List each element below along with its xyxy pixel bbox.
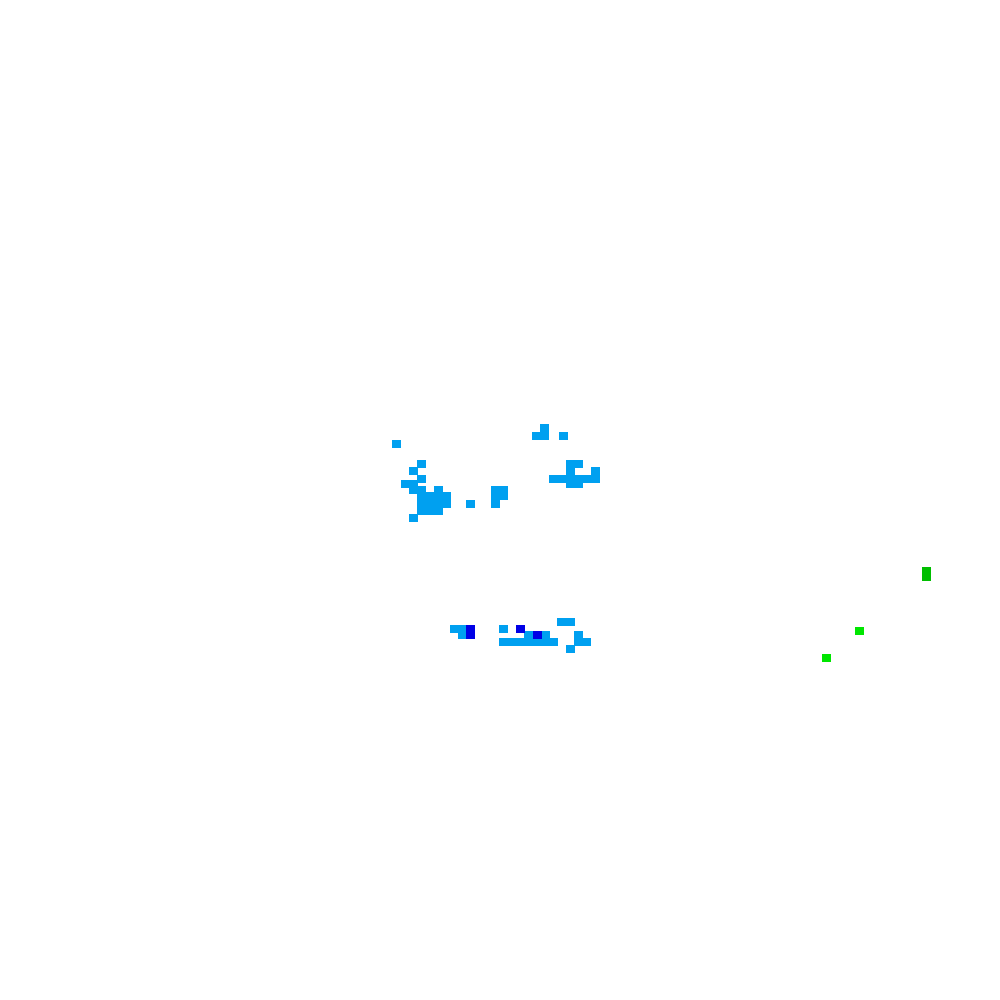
light-blue-cell (557, 475, 566, 483)
light-blue-cell (540, 424, 549, 432)
light-blue-cell (574, 631, 583, 639)
light-blue-cell (425, 492, 434, 500)
light-blue-cell (491, 486, 500, 494)
light-blue-cell (409, 486, 418, 494)
light-blue-cell (566, 480, 575, 488)
light-blue-cell (417, 475, 426, 483)
light-blue-cell (417, 486, 426, 494)
light-blue-cell (425, 500, 434, 508)
light-blue-cell (533, 638, 542, 646)
light-blue-cell (417, 492, 426, 500)
light-blue-cell (417, 500, 426, 508)
light-blue-cell (557, 618, 566, 626)
light-blue-cell (591, 475, 600, 483)
light-blue-cell (434, 492, 443, 500)
light-blue-cell (516, 638, 525, 646)
light-blue-cell (409, 467, 418, 475)
light-blue-cell (541, 638, 550, 646)
light-blue-cell (417, 460, 426, 468)
light-blue-cell (392, 440, 401, 448)
bright-green-cell (855, 627, 864, 635)
light-blue-cell (409, 514, 418, 522)
light-blue-cell (425, 507, 434, 515)
dark-blue-cell (516, 625, 525, 633)
light-blue-cell (409, 480, 418, 488)
light-blue-cell (566, 645, 575, 653)
light-blue-cell (541, 631, 550, 639)
light-blue-cell (574, 460, 583, 468)
light-blue-cell (442, 500, 451, 508)
light-blue-cell (559, 432, 568, 440)
light-blue-cell (499, 638, 508, 646)
light-blue-cell (566, 618, 575, 626)
light-blue-cell (417, 507, 426, 515)
dark-green-cell (922, 573, 931, 581)
light-blue-cell (574, 480, 583, 488)
light-blue-cell (458, 625, 467, 633)
dark-green-cell (922, 567, 931, 575)
light-blue-cell (582, 638, 591, 646)
light-blue-cell (434, 500, 443, 508)
light-blue-cell (434, 507, 443, 515)
light-blue-cell (499, 625, 508, 633)
dark-blue-cell (466, 631, 475, 639)
light-blue-cell (540, 432, 549, 440)
light-blue-cell (524, 638, 533, 646)
light-blue-cell (582, 475, 591, 483)
light-blue-cell (591, 467, 600, 475)
light-blue-cell (491, 492, 500, 500)
light-blue-cell (466, 500, 475, 508)
light-blue-cell (566, 467, 575, 475)
light-blue-cell (549, 475, 558, 483)
light-blue-cell (499, 492, 508, 500)
light-blue-cell (574, 638, 583, 646)
light-blue-cell (507, 638, 516, 646)
light-blue-cell (499, 486, 508, 494)
light-blue-cell (524, 631, 533, 639)
bright-green-cell (822, 654, 831, 662)
light-blue-cell (532, 432, 541, 440)
dark-blue-cell (533, 631, 542, 639)
light-blue-cell (574, 475, 583, 483)
dark-blue-cell (466, 625, 475, 633)
light-blue-cell (442, 492, 451, 500)
light-blue-cell (450, 625, 459, 633)
light-blue-cell (458, 631, 467, 639)
light-blue-cell (566, 460, 575, 468)
light-blue-cell (434, 486, 443, 494)
light-blue-cell (491, 500, 500, 508)
light-blue-cell (566, 475, 575, 483)
light-blue-cell (401, 480, 410, 488)
light-blue-cell (549, 638, 558, 646)
